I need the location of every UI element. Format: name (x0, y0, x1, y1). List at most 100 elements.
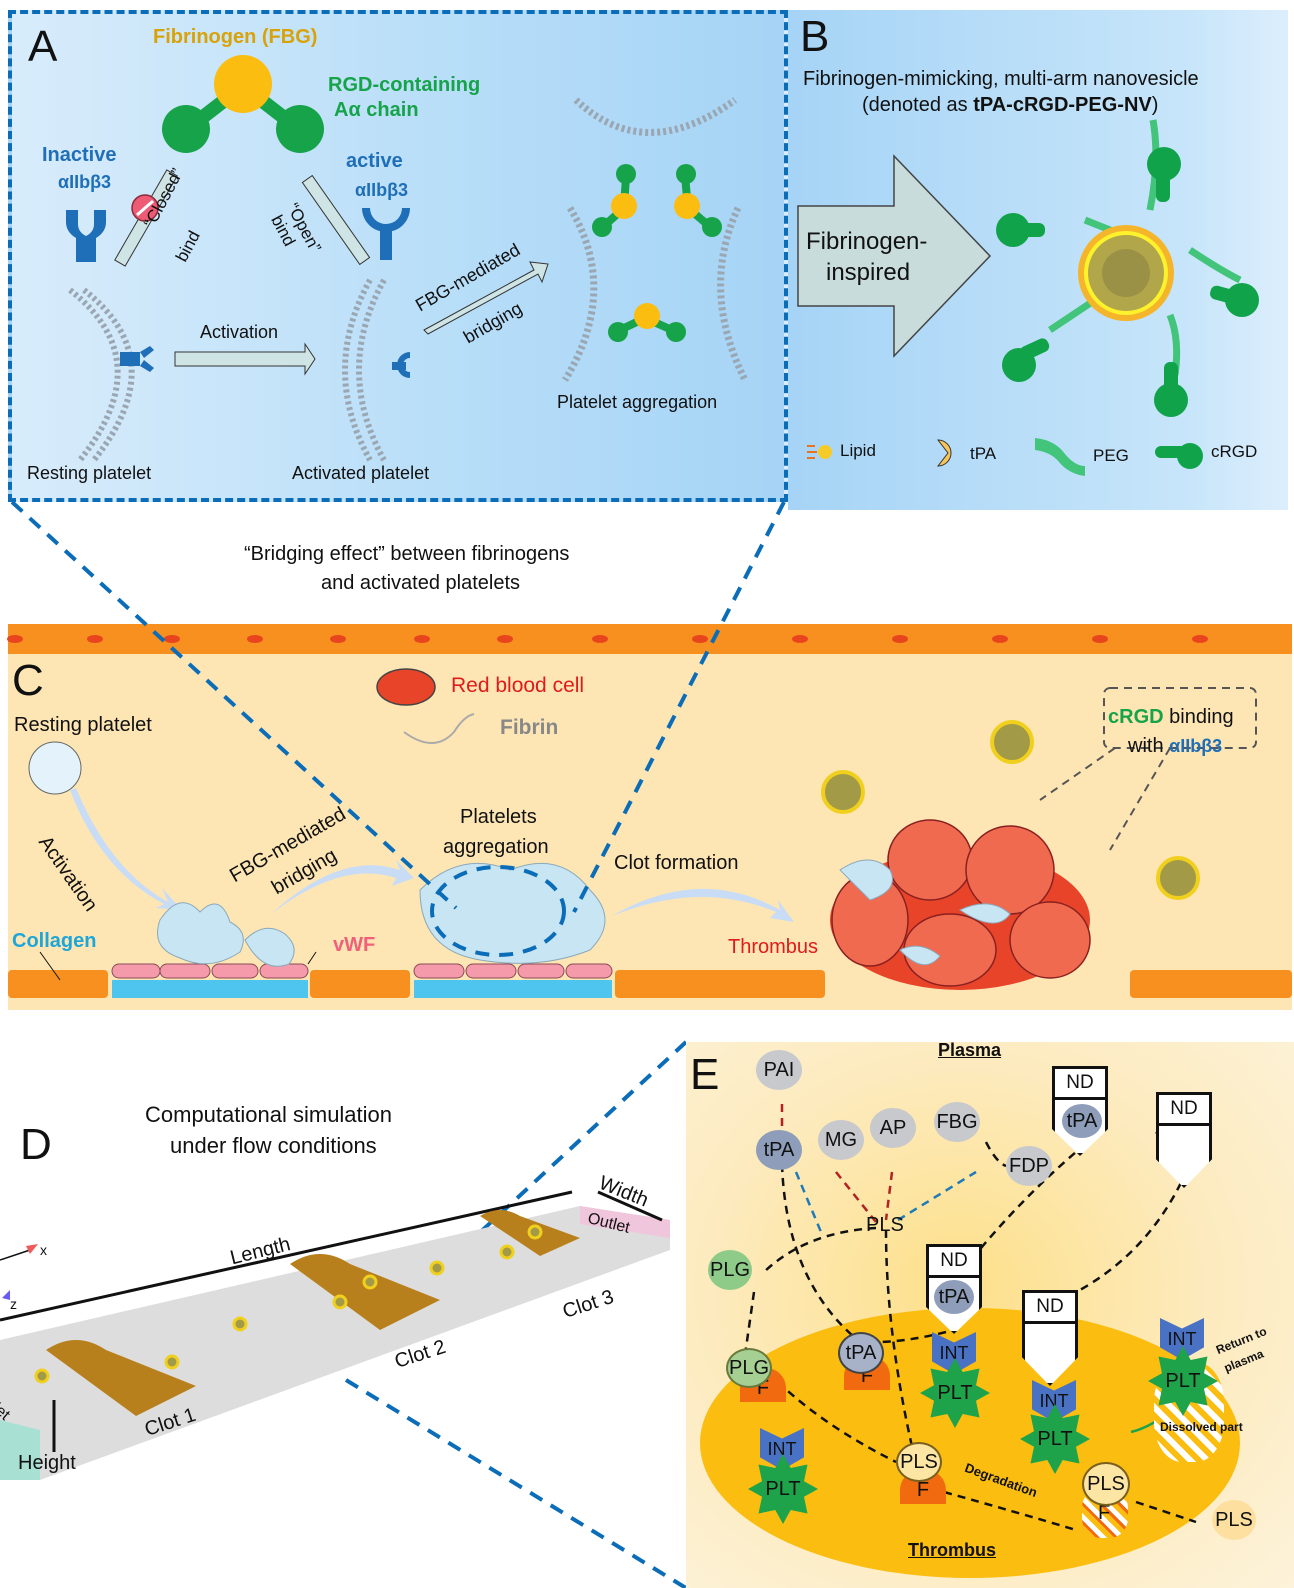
inactive-receptor-label: αIIbβ3 (58, 172, 112, 192)
plt-dissolved: PLT (1148, 1346, 1218, 1416)
red-blood-cell-icon (376, 668, 436, 706)
thrombus-mass (830, 819, 1091, 990)
node-plg-bound: PLG (726, 1348, 772, 1388)
node-pls-center: PLS (866, 1214, 904, 1236)
fibrin-label: Fibrin (500, 716, 559, 739)
activated-platelet-membrane (342, 278, 387, 462)
fibrin-icon (403, 713, 475, 744)
red-blood-cell-label: Red blood cell (451, 674, 585, 697)
arrow-label-1: Fibrinogen- (806, 228, 928, 255)
panel-a-letter: A (28, 22, 58, 71)
node-pls-bound: PLS (896, 1442, 942, 1482)
flow-channel (0, 1206, 670, 1480)
node-pai: PAI (756, 1050, 802, 1090)
f-degraded: F (1098, 1502, 1111, 1524)
plt-3: PLT (748, 1454, 818, 1524)
panel-b-graphics (797, 119, 1259, 476)
thrombus-c-label: Thrombus (728, 936, 819, 958)
resting-receptor-icon (120, 346, 154, 372)
crgd-callout-line2: with αIIbβ3 (1128, 735, 1223, 757)
length-line (0, 1190, 573, 1322)
axis-x-arrow (26, 1244, 38, 1254)
panel-d-letter: D (20, 1120, 52, 1169)
legend-peg: PEG (1093, 446, 1129, 465)
platelets-aggregation-label-1: Platelets (460, 806, 537, 828)
node-mg: MG (818, 1120, 864, 1160)
panel-a-graphics (66, 55, 749, 462)
clot-formation-label: Clot formation (614, 852, 739, 874)
dissolved-part-label: Dissolved part (1160, 1420, 1243, 1434)
rgd-label-2: Aα chain (334, 99, 419, 121)
plasma-label: Plasma (938, 1040, 1002, 1060)
node-plg-plasma: PLG (708, 1250, 752, 1290)
endothelium-bottom (8, 963, 1292, 998)
bridge-caption-1: “Bridging effect” between fibrinogens (244, 543, 570, 565)
bridge-caption-2: and activated platelets (321, 572, 521, 594)
aggregation-fibrinogens (592, 164, 722, 342)
lipid-icon (807, 445, 832, 459)
bridging-arrow (423, 261, 549, 335)
channel-graphics (0, 1190, 670, 1480)
collagen-label: Collagen (12, 930, 97, 952)
crgd-callout-box (1103, 687, 1257, 749)
endothelium-top (7, 624, 1292, 654)
axis-z-arrow (2, 1290, 10, 1300)
panel-a (8, 10, 788, 502)
activated-receptor-icon (392, 352, 410, 378)
resting-platelet-c-label: Resting platelet (14, 714, 152, 736)
rgd-label-1: RGD-containing (328, 74, 481, 96)
width-arrow (597, 1190, 663, 1222)
label-pointers (39, 951, 317, 981)
aggregation-membranes (562, 97, 749, 382)
fibrinogen-inspired-arrow (797, 154, 992, 358)
callout-leader-lines (1039, 747, 1171, 851)
panel-d-title-2: under flow conditions (170, 1133, 377, 1158)
plt-2: PLT (1020, 1404, 1090, 1474)
resting-platelet-icon (28, 741, 82, 795)
outlet-face (580, 1206, 670, 1238)
crgd-icon (1155, 443, 1203, 469)
node-pls-degrading: PLS (1082, 1462, 1130, 1506)
activation-label: Activation (200, 322, 279, 342)
plt-1: PLT (920, 1358, 990, 1428)
node-tpa-plasma: tPA (756, 1130, 802, 1170)
node-fbg: FBG (934, 1102, 980, 1142)
inactive-label: Inactive (42, 144, 117, 166)
inlet-face (0, 1420, 40, 1480)
nd-bound-tpa-cargo: tPA (934, 1280, 974, 1314)
closed-bind-bar (114, 169, 178, 267)
node-ap: AP (870, 1108, 916, 1148)
height-label: Height (18, 1452, 76, 1474)
fibrinogen-icon (162, 55, 324, 153)
legend-crgd: cRGD (1211, 442, 1258, 461)
node-pls-released: PLS (1212, 1500, 1256, 1540)
arrow-label-2: inspired (826, 259, 911, 286)
vwf-label: vWF (333, 934, 376, 956)
panel-b-title-2: (denoted as tPA-cRGD-PEG-NV) (862, 94, 1159, 116)
axis-x-label: x (40, 1242, 47, 1258)
legend-tpa: tPA (970, 444, 997, 463)
axis-z-label: z (10, 1296, 17, 1312)
peg-icon (1035, 438, 1085, 476)
channel-nanovesicles (34, 1224, 543, 1384)
nanovesicle-icon (996, 119, 1259, 417)
legend-lipid: Lipid (840, 441, 876, 460)
aggregated-platelets (419, 862, 606, 964)
fibrinogen-title: Fibrinogen (FBG) (153, 26, 318, 48)
nd-tpa-cargo: tPA (1062, 1104, 1102, 1138)
node-fdp: FDP (1006, 1146, 1052, 1186)
node-tpa-bound: tPA (838, 1332, 884, 1374)
crgd-callout-line1: cRGD binding (1108, 706, 1234, 728)
activated-platelets-cluster (157, 902, 295, 967)
panel-e-letter: E (690, 1050, 720, 1099)
panel-c-graphics (7, 624, 1292, 998)
panel-d-title-1: Computational simulation (145, 1102, 393, 1127)
platelets-aggregation-label-2: aggregation (443, 836, 549, 858)
open-bind-bar (301, 174, 371, 266)
active-label: active (346, 150, 403, 172)
resting-platelet-membrane (68, 287, 135, 462)
tpa-icon (936, 439, 952, 467)
activation-arrow (174, 342, 316, 376)
bound-nanovesicles (821, 720, 1200, 900)
resting-platelet-label: Resting platelet (27, 463, 152, 483)
